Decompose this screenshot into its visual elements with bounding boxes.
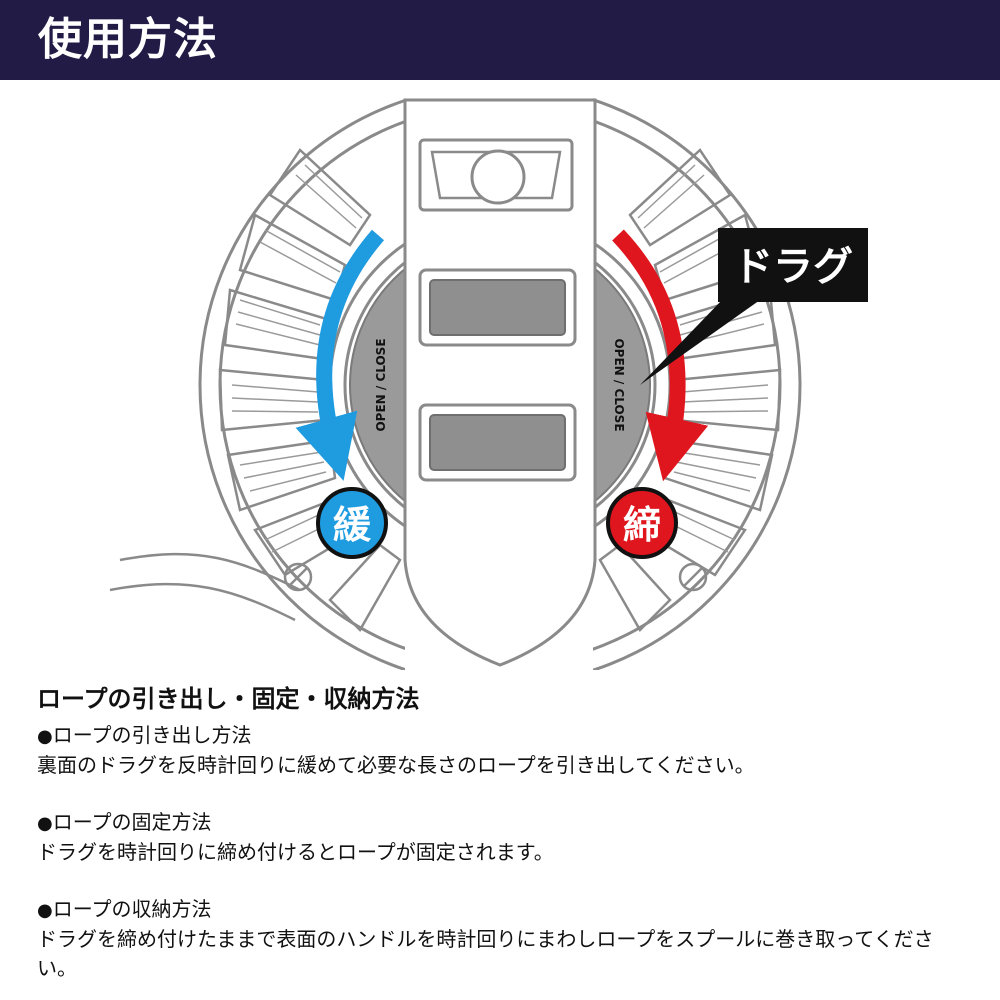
section-body: ドラグを締め付けたままで表面のハンドルを時計回りにまわしロープをスプールに巻き取… <box>37 927 934 981</box>
loosen-badge: 緩 <box>316 487 388 559</box>
bullet-icon: ● <box>37 726 53 748</box>
bullet-icon: ● <box>37 813 53 835</box>
section-store: ●ロープの収納方法 ドラグを締め付けたままで表面のハンドルを時計回りにまわしロー… <box>37 895 967 983</box>
tighten-arrow-icon <box>612 229 709 482</box>
instructions-heading: ロープの引き出し・固定・収納方法 <box>37 685 420 713</box>
reel-frame-left <box>109 98 405 670</box>
drag-callout-label: ドラグ <box>733 244 853 290</box>
reel-handle <box>403 98 597 667</box>
section-fix: ●ロープの固定方法 ドラグを時計回りに締め付けるとロープが固定されます。 <box>37 808 967 867</box>
section-body: ドラグを時計回りに締め付けるとロープが固定されます。 <box>37 840 554 865</box>
drag-callout: ドラグ <box>640 228 868 385</box>
hub-label-right: OPEN / CLOSE <box>612 338 626 431</box>
page-header: 使用方法 <box>0 0 1000 80</box>
section-title: ●ロープの固定方法 <box>37 808 967 838</box>
handle-knob-icon <box>470 149 526 205</box>
instructions: ロープの引き出し・固定・収納方法 ●ロープの引き出し方法 裏面のドラグを反時計回… <box>37 684 967 983</box>
reel-illustration: OPEN / CLOSE OPEN / CLOSE 緩 締 <box>0 80 1000 670</box>
hub-label-left: OPEN / CLOSE <box>374 338 388 431</box>
loosen-label: 緩 <box>333 503 372 547</box>
section-title-text: ロープの引き出し方法 <box>52 723 252 748</box>
section-title-text: ロープの収納方法 <box>52 897 212 922</box>
tighten-badge: 締 <box>606 487 678 559</box>
loosen-arrow-icon <box>295 229 385 481</box>
section-body: 裏面のドラグを反時計回りに緩めて必要な長さのロープを引き出してください。 <box>37 753 755 778</box>
section-title-text: ロープの固定方法 <box>52 810 212 835</box>
bullet-icon: ● <box>37 900 53 922</box>
section-title: ●ロープの引き出し方法 <box>37 721 967 751</box>
page-title: 使用方法 <box>38 14 218 65</box>
section-title: ●ロープの収納方法 <box>37 895 967 925</box>
section-pull-out: ●ロープの引き出し方法 裏面のドラグを反時計回りに緩めて必要な長さのロープを引き… <box>37 721 967 780</box>
tighten-label: 締 <box>623 503 661 547</box>
